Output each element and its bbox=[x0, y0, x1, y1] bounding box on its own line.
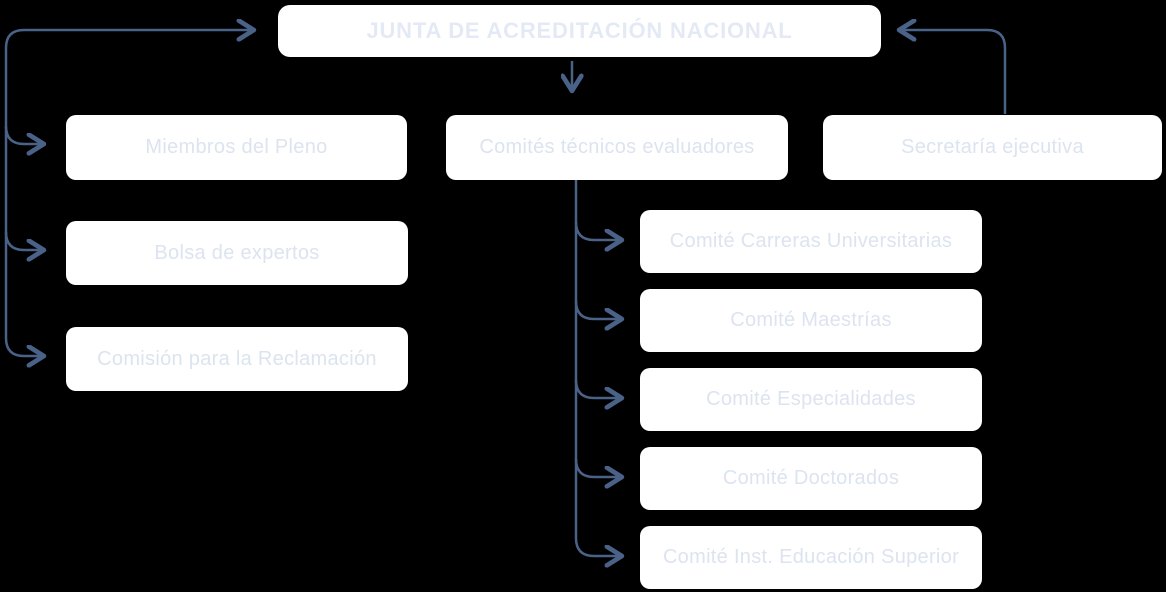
node-secretaria-ejecutiva: Secretaría ejecutiva bbox=[823, 115, 1162, 180]
node-comite-carreras-universitarias: Comité Carreras Universitarias bbox=[640, 210, 982, 273]
node-comite-doctorados: Comité Doctorados bbox=[640, 447, 982, 510]
left-rail-branch-miembros-arrow bbox=[4, 125, 42, 144]
node-comite-maestrias: Comité Maestrías bbox=[640, 289, 982, 352]
left-rail-to-title-arrow bbox=[4, 30, 252, 49]
node-comites-tecnicos-evaluadores: Comités técnicos evaluadores bbox=[446, 115, 788, 180]
node-comite-inst-educacion-superior: Comité Inst. Educación Superior bbox=[640, 526, 982, 589]
node-bolsa-de-expertos: Bolsa de expertos bbox=[66, 221, 408, 285]
secretaria-to-title-arrow bbox=[901, 30, 1007, 114]
committees-branch-carreras-arrow bbox=[574, 221, 620, 240]
node-comite-especialidades: Comité Especialidades bbox=[640, 368, 982, 431]
node-miembros-del-pleno: Miembros del Pleno bbox=[66, 115, 407, 180]
left-rail-branch-bolsa-arrow bbox=[4, 231, 42, 250]
committees-branch-especialidades-arrow bbox=[574, 379, 620, 398]
committees-branch-doctorados-arrow bbox=[574, 458, 620, 477]
committees-branch-maestrias-arrow bbox=[574, 300, 620, 319]
node-junta-de-acreditacion-nacional: JUNTA DE ACREDITACIÓN NACIONAL bbox=[278, 5, 881, 57]
left-rail-main-line bbox=[4, 48, 42, 356]
node-comision-para-la-reclamacion: Comisión para la Reclamación bbox=[66, 327, 408, 391]
committees-rail-main-line bbox=[574, 180, 620, 556]
